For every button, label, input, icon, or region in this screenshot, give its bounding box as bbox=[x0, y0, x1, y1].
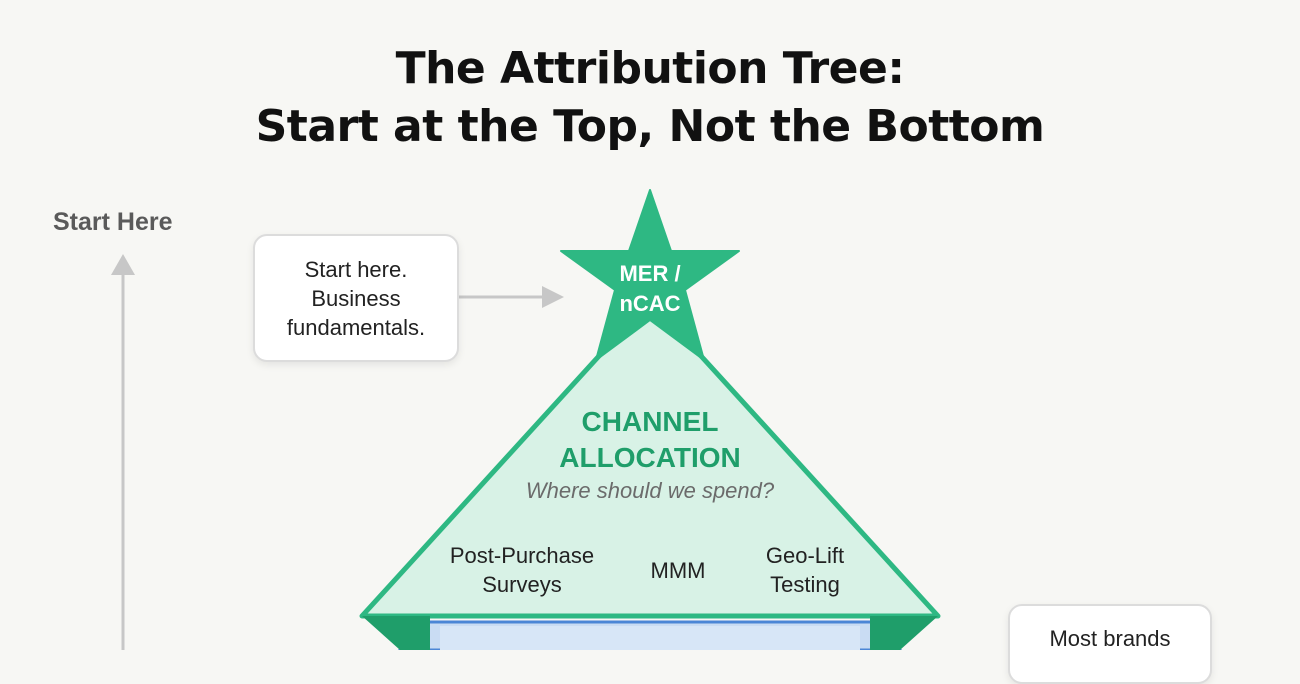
method-post-purchase-surveys: Post-Purchase Surveys bbox=[432, 541, 612, 599]
blue-layer-highlight bbox=[440, 626, 860, 650]
method-line-2: Testing bbox=[770, 572, 840, 597]
most-brands-callout: Most brands bbox=[1008, 604, 1212, 684]
star-label: MER / nCAC bbox=[590, 259, 710, 319]
channel-allocation-triangle bbox=[359, 297, 941, 619]
channel-allocation-title-line-2: ALLOCATION bbox=[559, 442, 741, 473]
title-line-2: Start at the Top, Not the Bottom bbox=[255, 101, 1045, 152]
triangle-corner-left bbox=[362, 616, 430, 650]
star-label-line-2: nCAC bbox=[619, 291, 681, 316]
vertical-arrow-head bbox=[111, 254, 135, 275]
triangle-corner-right bbox=[870, 616, 938, 650]
method-line-2: Surveys bbox=[482, 572, 562, 597]
attribution-tree-graphic bbox=[111, 189, 941, 650]
callout-top-line-1: Start here. bbox=[304, 256, 408, 282]
channel-allocation-title-line-1: CHANNEL bbox=[581, 406, 719, 437]
method-line-1: MMM bbox=[650, 558, 706, 583]
channel-allocation-subtitle: Where should we spend? bbox=[525, 478, 775, 503]
method-mmm: MMM bbox=[628, 556, 728, 585]
diagram-title: The Attribution Tree: Start at the Top, … bbox=[0, 40, 1300, 156]
method-line-1: Post-Purchase bbox=[449, 543, 595, 568]
start-here-callout: Start here. Business fundamentals. bbox=[253, 234, 459, 362]
method-geo-lift-testing: Geo-Lift Testing bbox=[740, 541, 870, 599]
title-line-1: The Attribution Tree: bbox=[395, 43, 905, 94]
callout-top-line-3: fundamentals. bbox=[286, 314, 426, 340]
star-label-line-1: MER / bbox=[619, 261, 681, 286]
channel-allocation-title: CHANNEL ALLOCATION bbox=[500, 404, 800, 476]
callout-arrow-head bbox=[542, 286, 564, 308]
callout-bottom-line-1: Most brands bbox=[1049, 626, 1171, 651]
start-here-label: Start Here bbox=[53, 208, 173, 236]
method-line-1: Geo-Lift bbox=[765, 543, 845, 568]
callout-top-line-2: Business bbox=[311, 285, 401, 311]
mer-ncac-star bbox=[560, 189, 740, 361]
